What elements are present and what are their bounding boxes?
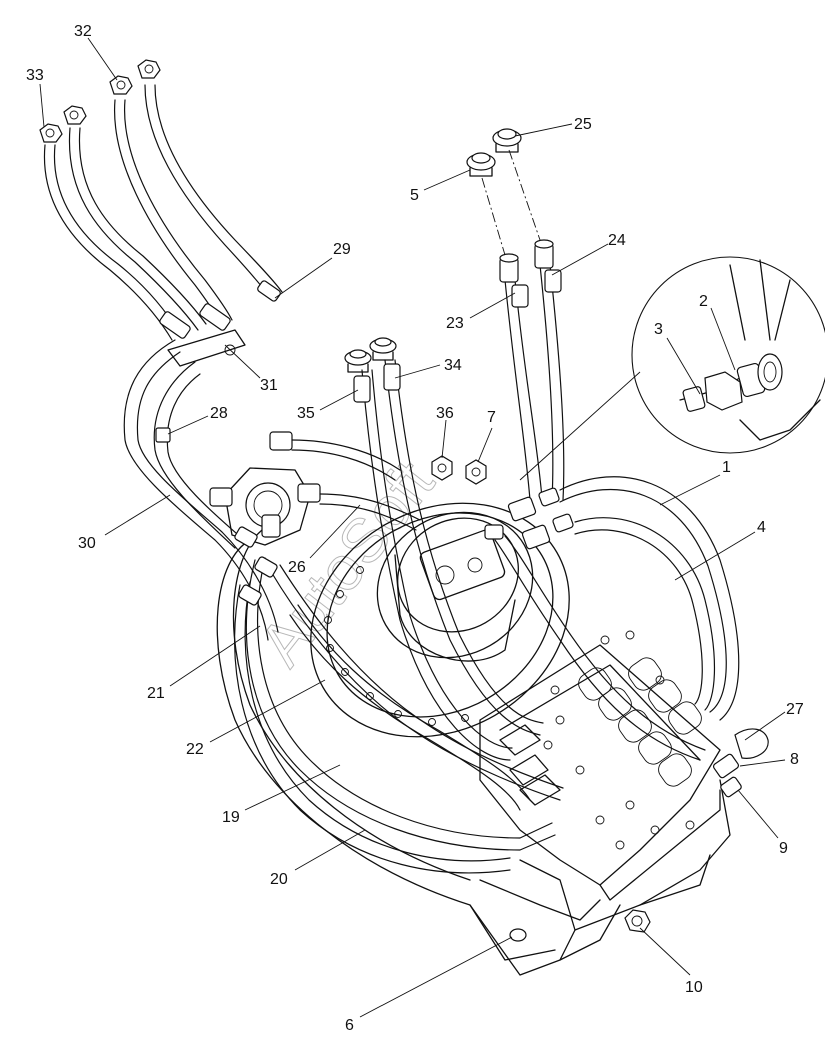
callout-labels: 1 2 3 4 5 6 7 8 9 10 19 20 21 22 23 24 2… bbox=[26, 23, 804, 1034]
bolt-6 bbox=[509, 928, 527, 942]
plug-35 bbox=[344, 349, 372, 373]
callout-6: 6 bbox=[345, 1017, 354, 1034]
hub-bolt-holes bbox=[324, 566, 469, 726]
valve-ports bbox=[543, 630, 695, 850]
callout-4: 4 bbox=[757, 519, 766, 536]
centerline-5 bbox=[481, 177, 506, 256]
base-frame bbox=[216, 529, 731, 976]
hoses-34-35 bbox=[353, 359, 544, 761]
nut-10 bbox=[624, 909, 651, 933]
hose-fittings-center bbox=[484, 487, 706, 761]
plug-5 bbox=[466, 152, 496, 177]
callout-25: 25 bbox=[574, 116, 592, 133]
callout-9: 9 bbox=[779, 840, 788, 857]
callout-34: 34 bbox=[444, 357, 462, 374]
callout-35: 35 bbox=[297, 405, 315, 422]
callout-19: 19 bbox=[222, 809, 240, 826]
callout-3: 3 bbox=[654, 321, 663, 338]
watermark: AutoSoft bbox=[247, 449, 448, 679]
junction-block-26 bbox=[209, 431, 421, 546]
callout-28: 28 bbox=[210, 405, 228, 422]
callout-29: 29 bbox=[333, 241, 351, 258]
callout-2: 2 bbox=[699, 293, 708, 310]
callout-36: 36 bbox=[436, 405, 454, 422]
callout-26: 26 bbox=[288, 559, 306, 576]
fitting-8-9 bbox=[712, 753, 742, 798]
callout-23: 23 bbox=[446, 315, 464, 332]
callout-7: 7 bbox=[487, 409, 496, 426]
callout-21: 21 bbox=[147, 685, 165, 702]
detail-inset bbox=[519, 256, 825, 481]
hoses-23-24 bbox=[499, 239, 565, 501]
fitting-7 bbox=[465, 459, 487, 485]
leader-lines bbox=[39, 37, 786, 1018]
plug-25 bbox=[492, 128, 522, 153]
fitting-27 bbox=[734, 728, 769, 759]
callout-5: 5 bbox=[410, 187, 419, 204]
callout-32: 32 bbox=[74, 23, 92, 40]
centerline-25 bbox=[508, 149, 541, 241]
callout-20: 20 bbox=[270, 871, 288, 888]
callout-8: 8 bbox=[790, 751, 799, 768]
callout-31: 31 bbox=[260, 377, 278, 394]
callout-33: 33 bbox=[26, 67, 44, 84]
callout-22: 22 bbox=[186, 741, 204, 758]
hose-loops-1-4 bbox=[559, 476, 740, 721]
return-hoses bbox=[234, 557, 564, 874]
callout-10: 10 bbox=[685, 979, 703, 996]
plug-34 bbox=[369, 337, 397, 361]
callout-24: 24 bbox=[608, 232, 626, 249]
pipes-30 bbox=[123, 339, 279, 641]
callout-27: 27 bbox=[786, 701, 804, 718]
callout-1: 1 bbox=[722, 459, 731, 476]
hose-bundle-32-33 bbox=[39, 59, 283, 367]
swing-motor bbox=[310, 502, 570, 738]
control-valve bbox=[479, 630, 721, 901]
fitting-36 bbox=[431, 455, 453, 481]
callout-30: 30 bbox=[78, 535, 96, 552]
